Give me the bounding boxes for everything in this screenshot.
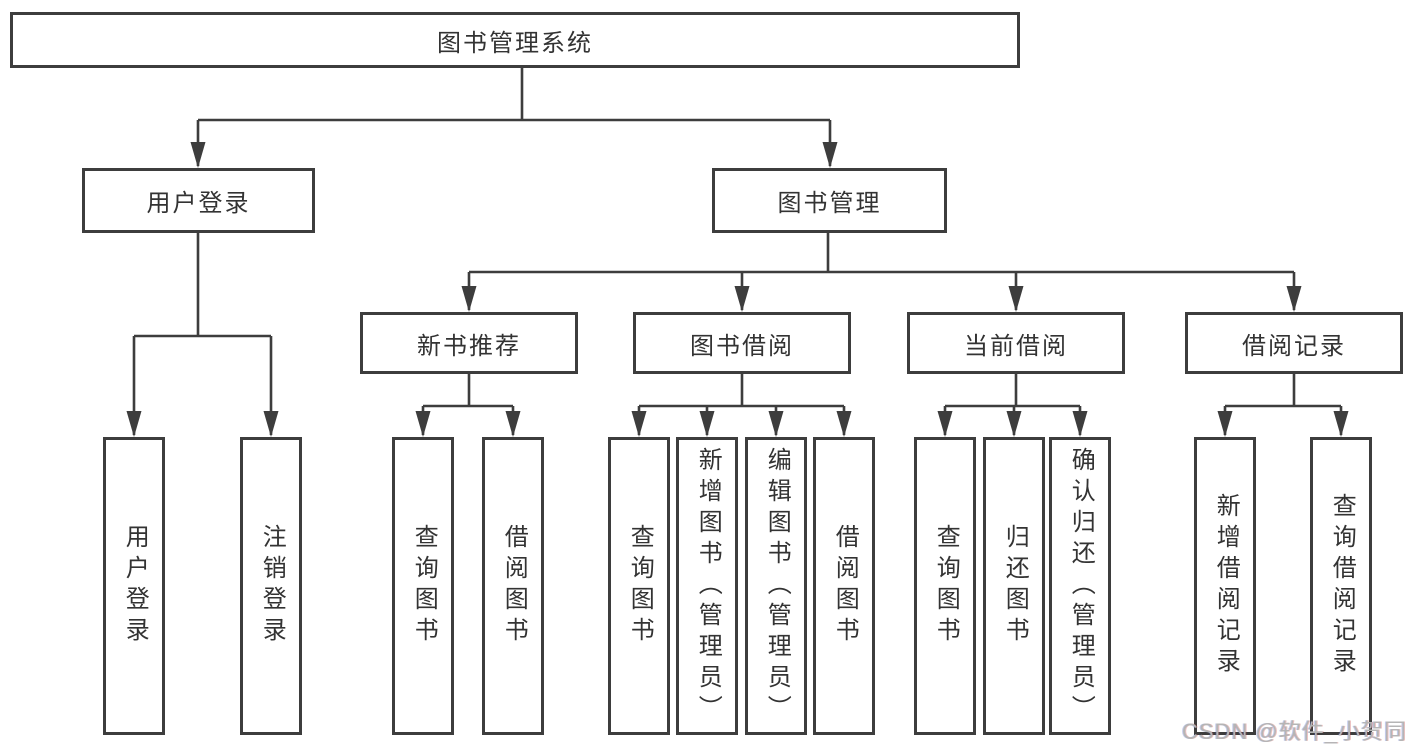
leaf-borrow-books-2: 借阅图书 — [813, 437, 875, 735]
leaf-label: 用户登录 — [121, 524, 149, 648]
node-book-management: 图书管理 — [712, 168, 947, 233]
leaf-label: 新增借阅记录 — [1212, 493, 1240, 679]
leaf-edit-books-admin: 编辑图书（管理员） — [745, 437, 807, 735]
leaf-query-books-1: 查询图书 — [392, 437, 454, 735]
node-user-login: 用户登录 — [82, 168, 315, 233]
leaf-label: 编辑图书（管理员） — [763, 446, 791, 726]
leaf-logout: 注销登录 — [240, 437, 302, 735]
node-borrow-records: 借阅记录 — [1185, 312, 1403, 374]
leaf-borrow-books-1: 借阅图书 — [482, 437, 544, 735]
node-new-book-recommend-label: 新书推荐 — [417, 332, 521, 360]
leaf-label: 借阅图书 — [831, 524, 859, 648]
leaf-user-login: 用户登录 — [103, 437, 165, 735]
leaf-query-books-3: 查询图书 — [914, 437, 976, 735]
node-root: 图书管理系统 — [10, 12, 1020, 68]
leaf-label: 借阅图书 — [500, 524, 528, 648]
leaf-label: 确认归还（管理员） — [1067, 446, 1095, 726]
node-current-borrow: 当前借阅 — [907, 312, 1125, 374]
leaf-label: 归还图书 — [1001, 524, 1029, 648]
leaf-query-borrow-record: 查询借阅记录 — [1310, 437, 1372, 735]
leaf-confirm-return-admin: 确认归还（管理员） — [1049, 437, 1111, 735]
leaf-label: 查询图书 — [932, 524, 960, 648]
leaf-label: 新增图书（管理员） — [694, 446, 722, 726]
node-book-borrow: 图书借阅 — [633, 312, 851, 374]
watermark: CSDN @软件_小贺同学 — [1182, 719, 1405, 744]
node-user-login-label: 用户登录 — [146, 190, 251, 217]
node-book-borrow-label: 图书借阅 — [690, 332, 794, 360]
leaf-add-books-admin: 新增图书（管理员） — [676, 437, 738, 735]
leaf-add-borrow-record: 新增借阅记录 — [1194, 437, 1256, 735]
node-current-borrow-label: 当前借阅 — [964, 332, 1068, 360]
leaf-label: 注销登录 — [258, 524, 286, 648]
node-root-label: 图书管理系统 — [437, 29, 593, 57]
leaf-label: 查询图书 — [626, 524, 654, 648]
leaf-label: 查询借阅记录 — [1328, 493, 1356, 679]
node-borrow-records-label: 借阅记录 — [1242, 332, 1346, 360]
leaf-query-books-2: 查询图书 — [608, 437, 670, 735]
leaf-return-books: 归还图书 — [983, 437, 1045, 735]
node-new-book-recommend: 新书推荐 — [360, 312, 578, 374]
leaf-label: 查询图书 — [410, 524, 438, 648]
node-book-management-label: 图书管理 — [777, 190, 882, 217]
